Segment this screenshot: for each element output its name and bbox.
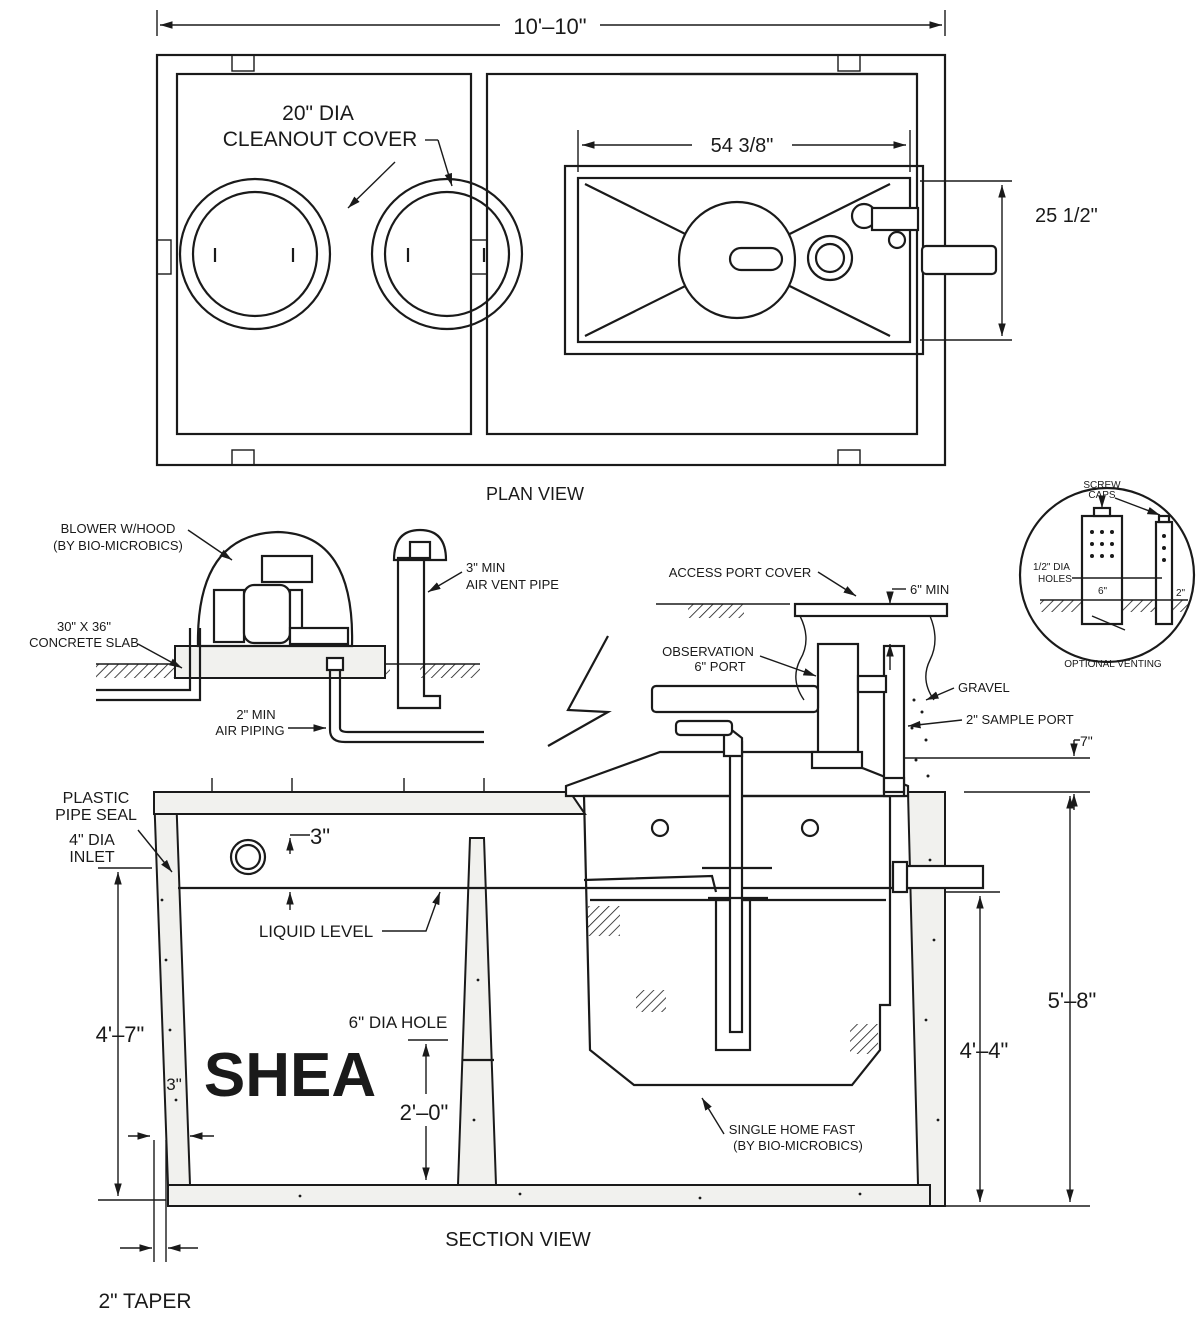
unit-depth-label: 25 1/2" — [1035, 205, 1098, 227]
hole-height-label: 2'–0" — [400, 1100, 449, 1125]
tank-lid-left — [153, 791, 587, 815]
cover-label-2: CLEANOUT COVER — [223, 128, 418, 151]
vent-2-label: 2" — [1176, 588, 1186, 599]
screw-caps-label-2: CAPS — [1088, 490, 1116, 501]
gravel-label: GRAVEL — [958, 680, 1010, 695]
air-label-1: 2" MIN — [236, 707, 275, 722]
wall-thickness-label: 3" — [166, 1075, 182, 1094]
vent-label-1: 3" MIN — [466, 560, 505, 575]
access-label: ACCESS PORT COVER — [669, 565, 812, 580]
holes-label-1: 1/2" DIA — [1033, 562, 1070, 573]
slab-label-1: 30" X 36" — [57, 619, 111, 634]
break-line-icon — [547, 635, 612, 747]
access-port-cover — [793, 602, 949, 618]
vent-6-label: 6" — [1098, 586, 1108, 597]
air-label-2: AIR PIPING — [215, 723, 284, 738]
blower-hood — [196, 530, 354, 648]
inlet-label-1: 4" DIA — [69, 832, 115, 849]
tank-floor — [167, 1184, 931, 1207]
taper-label: 2" TAPER — [98, 1290, 191, 1313]
section-view-title: SECTION VIEW — [445, 1229, 591, 1251]
plan-view: 10'–10" 20" DIA CLEANOUT COVER — [155, 10, 1098, 504]
unit-width-label: 54 3/8" — [711, 135, 774, 157]
overall-height-label: 5'–8" — [1048, 988, 1097, 1013]
pipe-seal-label-1: PLASTIC — [63, 790, 130, 807]
screw-caps-label-1: SCREW — [1083, 480, 1121, 491]
fast-unit-section — [564, 642, 985, 1087]
fast-label-2: (BY BIO-MICROBICS) — [733, 1138, 863, 1153]
sample-port-label: 2" SAMPLE PORT — [966, 712, 1074, 727]
vent-label-2: AIR VENT PIPE — [466, 577, 559, 592]
liquid-level-label: LIQUID LEVEL — [259, 922, 373, 941]
blower-label-2: (BY BIO-MICROBICS) — [53, 538, 183, 553]
optional-venting-title: OPTIONAL VENTING — [1064, 659, 1162, 670]
cleanout-cover-right — [370, 177, 524, 331]
pipe-seal-label-2: PIPE SEAL — [55, 807, 137, 824]
optional-venting-detail: SCREW CAPS 1/2" DIA HOLES 6" 2" OPTIONAL… — [1018, 480, 1196, 670]
tank-height-47-label: 4'–7" — [96, 1022, 145, 1047]
inlet-pipe — [229, 838, 267, 876]
cover-label-1: 20" DIA — [282, 102, 354, 125]
baffle-wall — [456, 837, 498, 1186]
blower-assembly: BLOWER W/HOOD (BY BIO-MICROBICS) 3" MIN … — [29, 521, 559, 744]
liquid-depth-label: 4'–4" — [960, 1038, 1009, 1063]
seven-inch-label: 7" — [1080, 733, 1093, 749]
cleanout-cover-left — [178, 177, 332, 331]
plan-view-title: PLAN VIEW — [486, 484, 584, 504]
baffle-hole-label: 6" DIA HOLE — [349, 1013, 448, 1032]
fast-label-1: SINGLE HOME FAST — [729, 1122, 855, 1137]
min6-label: 6" MIN — [910, 582, 949, 597]
observation-label-2: 6" PORT — [694, 659, 745, 674]
tank-wall-left — [152, 791, 192, 1186]
tank-wall-right — [906, 791, 946, 1207]
inlet-label-2: INLET — [69, 849, 115, 866]
holes-label-2: HOLES — [1038, 574, 1072, 585]
shea-logo: SHEA — [204, 1041, 376, 1110]
observation-port — [816, 642, 860, 758]
air-vent-pipe — [396, 556, 442, 710]
tank-outline-plan — [155, 53, 947, 467]
blower-label-1: BLOWER W/HOOD — [61, 521, 176, 536]
section-view: ACCESS PORT COVER 6" MIN OBSERVATION 6" … — [55, 565, 1096, 1313]
fast-unit-plan — [563, 164, 998, 356]
observation-label-1: OBSERVATION — [662, 644, 754, 659]
slab-label-2: CONCRETE SLAB — [29, 635, 139, 650]
inlet-offset-label: 3" — [310, 824, 330, 849]
concrete-slab — [174, 645, 386, 679]
overall-width-label: 10'–10" — [513, 14, 586, 39]
